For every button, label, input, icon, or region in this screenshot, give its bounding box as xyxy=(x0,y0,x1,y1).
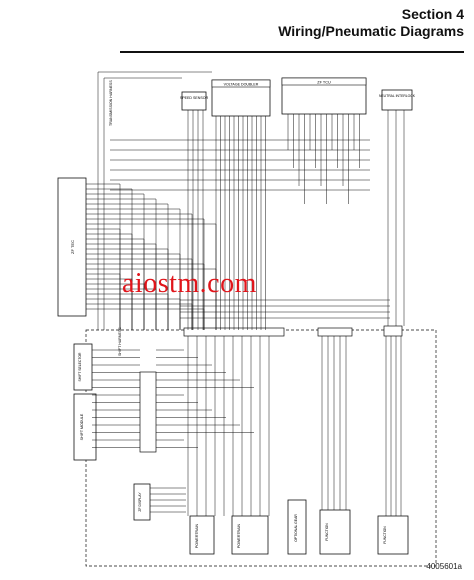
wire-bundle xyxy=(86,71,405,516)
powertrain-connector-b: POWERTRAIN xyxy=(231,515,269,555)
transmission-harness-label: TRANSMISSION HARNESS xyxy=(109,80,113,126)
voltage-doubler-label: VOLTAGE DOUBLER xyxy=(224,83,259,87)
zf-tec-connector: ZF TEC xyxy=(57,177,87,317)
header-rule xyxy=(120,51,464,53)
zf-tec-label: ZF TEC xyxy=(70,240,75,254)
shift-module-label: SHIFT MODULE xyxy=(80,413,84,440)
function-connector-a: FUNCTION xyxy=(319,509,351,555)
voltage-doubler-connector: VOLTAGE DOUBLER xyxy=(211,79,271,117)
optional-gear-label: OPTIONAL GEAR xyxy=(294,514,298,542)
function-label-b: FUNCTION xyxy=(383,526,387,544)
speed-sensor-label: SPEED SENSOR xyxy=(180,96,209,100)
page-header: Section 4 Wiring/Pneumatic Diagrams xyxy=(278,6,464,40)
figure-number: 4005601a xyxy=(426,562,462,571)
shift-harness-label: SHIFT HARNESS xyxy=(118,327,122,356)
section-title: Wiring/Pneumatic Diagrams xyxy=(278,23,464,39)
zf-display-label: ZF DISPLAY xyxy=(138,492,142,512)
watermark: aiostm.com xyxy=(122,268,257,299)
function-connector-b: FUNCTION xyxy=(377,515,409,555)
function-label-a: FUNCTION xyxy=(325,523,329,541)
neutral-interlock-connector: NEUTRAL INTERLOCK xyxy=(379,89,416,111)
zf-display-connector: ZF DISPLAY xyxy=(133,483,151,521)
tcu-connector: ZF TCU xyxy=(281,77,367,115)
powertrain-label-b: POWERTRAIN xyxy=(237,523,241,548)
speed-sensor-connector: SPEED SENSOR xyxy=(180,91,209,111)
shift-selector-connector: SHIFT SELECTOR xyxy=(73,343,93,391)
shift-selector-label: SHIFT SELECTOR xyxy=(78,352,82,381)
neutral-interlock-label: NEUTRAL INTERLOCK xyxy=(379,94,416,98)
shift-module-connector: SHIFT MODULE xyxy=(73,393,97,461)
tcu-label: ZF TCU xyxy=(317,81,331,85)
splice-blocks xyxy=(139,325,403,453)
powertrain-label-a: POWERTRAIN xyxy=(195,523,199,548)
optional-gear-connector: OPTIONAL GEAR xyxy=(287,499,307,555)
powertrain-connector-a: POWERTRAIN xyxy=(189,515,215,555)
section-number: Section 4 xyxy=(401,6,464,22)
